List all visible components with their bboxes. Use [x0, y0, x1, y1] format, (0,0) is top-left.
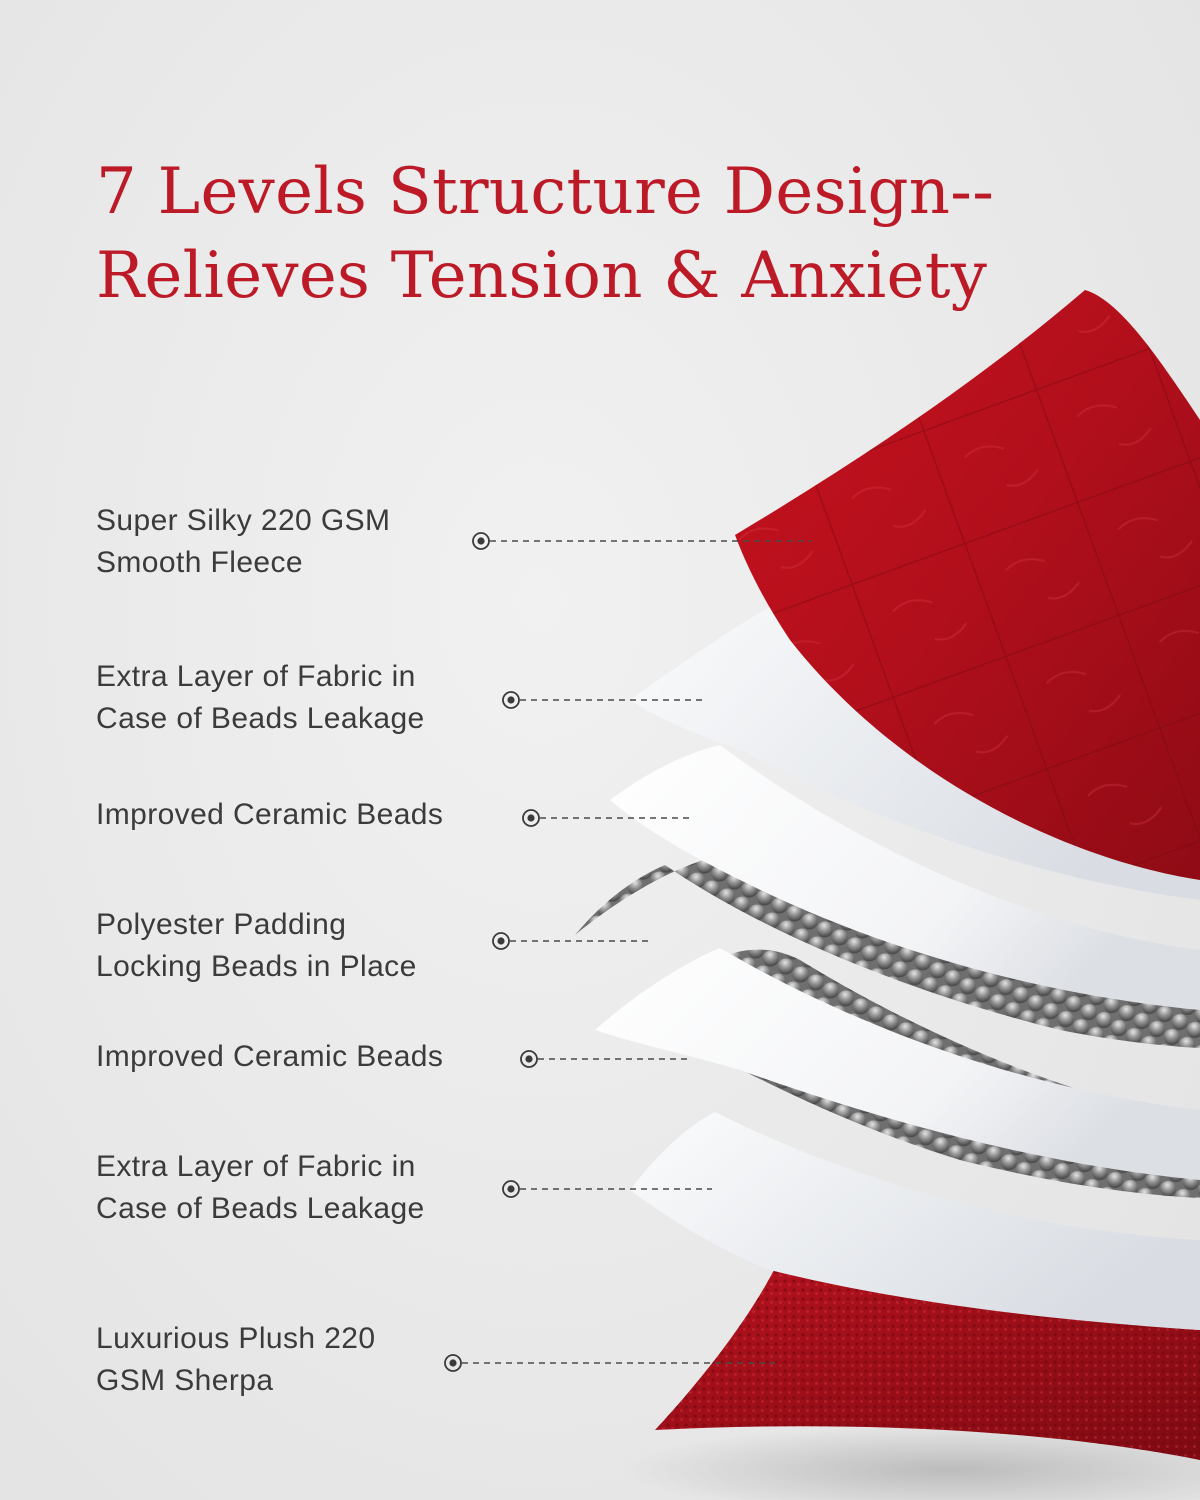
callout-lines — [462, 540, 812, 1364]
title-line-1: 7 Levels Structure Design-- — [96, 155, 995, 229]
layer-label-7: Luxurious Plush 220 GSM Sherpa — [96, 1322, 376, 1397]
ground-shadow — [620, 1425, 1200, 1500]
padding-layer — [595, 948, 1200, 1180]
page-title: 7 Levels Structure Design-- Relieves Ten… — [96, 150, 994, 318]
layer-label-6: Extra Layer of Fabric in Case of Beads L… — [96, 1150, 425, 1225]
layer-label-2: Extra Layer of Fabric in Case of Beads L… — [96, 660, 425, 735]
layer-label-5: Improved Ceramic Beads — [96, 1040, 444, 1073]
callout-dots — [444, 532, 540, 1372]
beads-layer-upper — [575, 850, 1200, 1048]
fabric-layer-bottom — [630, 1112, 1200, 1330]
layer-label-3: Improved Ceramic Beads — [96, 798, 444, 831]
title-line-2: Relieves Tension & Anxiety — [96, 239, 988, 313]
fabric-layer-top — [610, 745, 1200, 1010]
layer-label-1: Super Silky 220 GSM Smooth Fleece — [96, 504, 391, 579]
layer-label-4: Polyester Padding Locking Beads in Place — [96, 908, 417, 983]
